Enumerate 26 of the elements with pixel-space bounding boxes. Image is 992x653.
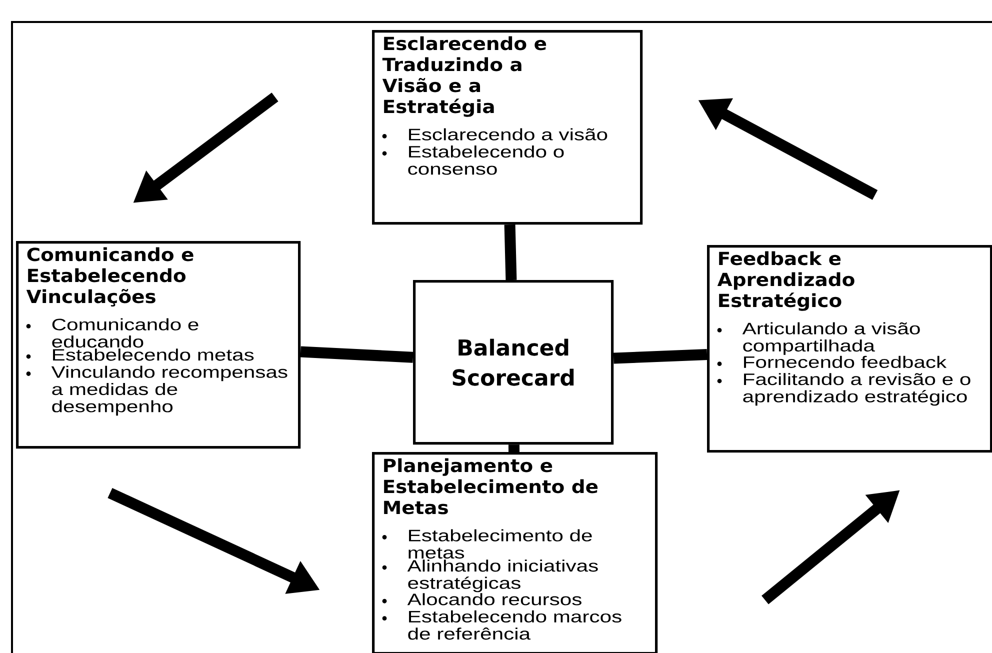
connector-line: [613, 349, 708, 364]
text-box: [372, 30, 643, 225]
connector-line: [504, 224, 517, 280]
bullet-item: Estabelecimento de metas: [382, 529, 592, 559]
text-box: [16, 241, 301, 449]
box-heading: Feedback e Aprendizado Estratégico: [717, 251, 854, 311]
bullet-item: Comunicando e educando: [26, 318, 198, 348]
bullet-item: Articulando a visão compartilhada: [717, 322, 920, 355]
bullet-item: Alinhando iniciativas estratégicas: [382, 560, 598, 592]
connector-line: [300, 346, 414, 363]
title-text: Balanced Scorecard: [452, 338, 574, 386]
bullet-item: Fornecendo feedback: [717, 356, 947, 368]
bullet-item: Esclarecendo a visão: [382, 128, 608, 140]
bullet-item: Estabelecendo metas: [26, 348, 254, 361]
bullet-item: Alocando recursos: [382, 593, 582, 606]
box-heading: Esclarecendo e Traduzindo a Visão e a Estratégia: [382, 36, 546, 117]
text-box: [372, 452, 658, 653]
connector-line: [508, 444, 520, 452]
box-heading: Planejamento e Estabelecimento de Metas: [384, 458, 598, 514]
text-box: [707, 245, 992, 453]
bullet-item: Estabelecendo o consenso: [382, 145, 564, 175]
bullet-item: Estabelecendo marcos de referência: [382, 610, 622, 640]
bullet-item: Facilitando a revisão e o aprendizado estratégico: [717, 373, 970, 406]
bullet-item: Vinculando recompensas a medidas de desempenho: [26, 366, 288, 416]
box-heading: Comunicando e Estabelecendo Vinculações: [26, 247, 194, 306]
text-box: [413, 280, 614, 445]
